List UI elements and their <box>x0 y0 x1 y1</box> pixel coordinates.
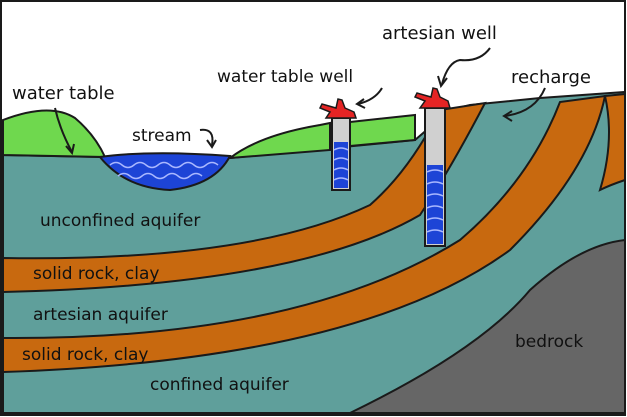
water-table-well <box>318 98 358 191</box>
pointer-arrows <box>54 47 546 156</box>
label-water-table: water table <box>12 83 115 104</box>
label-stream: stream <box>132 126 192 146</box>
arrow-water-table-head <box>65 143 75 156</box>
label-artesian-aquifer: artesian aquifer <box>33 305 168 325</box>
arrow-artesian-well-head <box>437 75 448 89</box>
artesian-well <box>413 87 451 247</box>
artesian-well-pump <box>413 87 451 109</box>
label-artesian-well: artesian well <box>382 23 497 44</box>
label-unconfined-aquifer: unconfined aquifer <box>40 211 200 231</box>
label-water-table-well: water table well <box>217 67 353 87</box>
grass-left-hill <box>1 109 107 159</box>
label-confined-aquifer: confined aquifer <box>150 375 289 395</box>
arrow-recharge <box>504 87 546 117</box>
label-solid-rock-clay-upper: solid rock, clay <box>33 264 159 284</box>
arrow-stream <box>199 128 214 146</box>
layer-clay-cap <box>598 92 626 192</box>
label-recharge: recharge <box>511 67 591 88</box>
grass-right <box>226 121 331 160</box>
label-solid-rock-clay-lower: solid rock, clay <box>22 345 148 365</box>
layer-bedrock <box>349 238 626 414</box>
arrow-water-table-well <box>357 87 383 105</box>
arrow-water-table-well-head <box>355 98 366 109</box>
water-table-well-pump <box>318 98 358 119</box>
label-bedrock: bedrock <box>515 332 583 352</box>
arrow-water-table <box>54 107 73 153</box>
arrow-artesian-well <box>441 47 491 85</box>
stream-waves <box>109 161 219 180</box>
stream-water <box>98 152 232 192</box>
arrow-stream-head <box>206 139 217 149</box>
arrow-recharge-head <box>502 110 513 122</box>
